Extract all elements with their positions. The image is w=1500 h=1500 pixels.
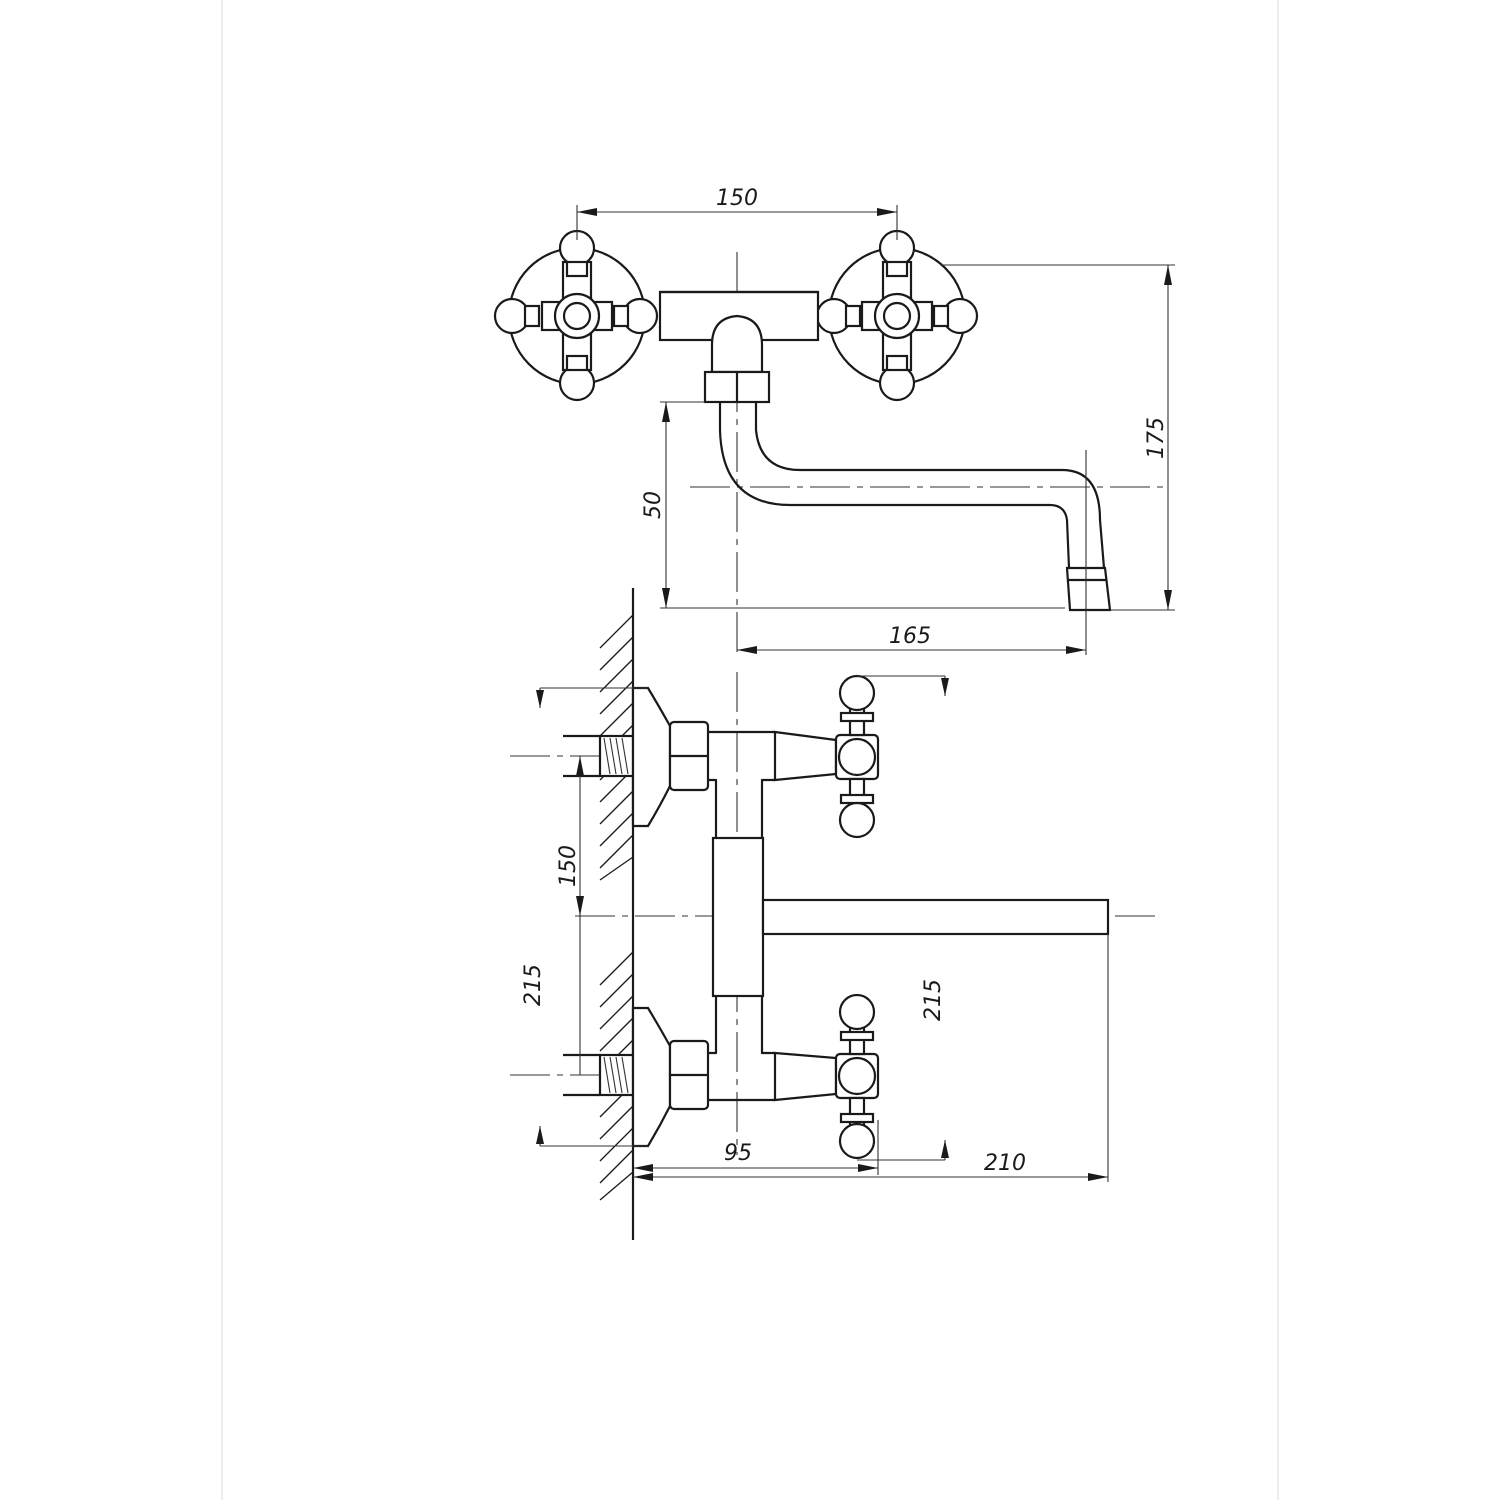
dim-side-spout-length: 210: [984, 1151, 1026, 1176]
top-right-handle: [815, 229, 979, 402]
dim-top-handle-spacing: 150: [716, 186, 758, 211]
top-view: 150 175 50 165: [493, 186, 1175, 655]
side-view: 150 215 215 95 210: [510, 588, 1155, 1240]
lower-valve: [773, 993, 880, 1160]
dim-top-total-height: 175: [1144, 417, 1169, 459]
lower-inlet: [563, 1006, 710, 1148]
side-body: [708, 730, 1110, 1102]
dim-top-spout-drop: 50: [641, 491, 666, 519]
upper-valve: [773, 674, 880, 839]
top-spout: [718, 402, 1106, 569]
dim-side-right-215: 215: [921, 979, 946, 1021]
dim-top-spout-reach: 165: [889, 624, 931, 649]
upper-inlet: [563, 686, 710, 828]
wall-hatching: [599, 614, 634, 1201]
dim-side-inlet-spacing: 150: [556, 845, 581, 887]
dim-side-handle-depth: 95: [724, 1141, 752, 1166]
side-spout: [761, 898, 1110, 936]
dim-side-left-215: 215: [521, 964, 546, 1006]
top-left-handle: [493, 229, 659, 402]
